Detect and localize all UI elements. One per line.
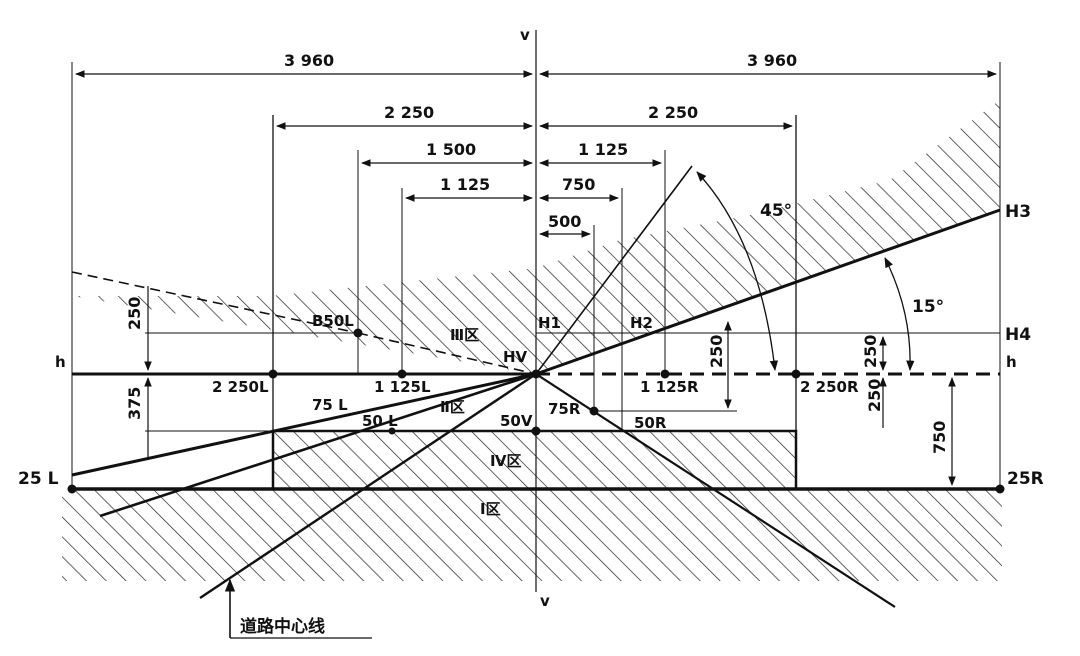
line-H1-to-50L bbox=[272, 373, 537, 432]
label-50R: 50R bbox=[634, 414, 667, 432]
zone-label-4: Ⅳ区 bbox=[490, 452, 521, 470]
point-1125R bbox=[660, 369, 670, 379]
line-50L bbox=[99, 372, 537, 518]
zone-label-3: Ⅲ区 bbox=[450, 326, 479, 344]
dim-label-left-3960: 3 960 bbox=[284, 51, 334, 70]
label-HV: HV bbox=[503, 348, 528, 366]
point-B50L bbox=[353, 328, 363, 338]
zone-label-1: Ⅰ区 bbox=[480, 500, 501, 518]
label-H4: H4 bbox=[1005, 325, 1031, 345]
axis-label-h-left: h bbox=[55, 353, 66, 371]
dim-label-right-250-c: 250 bbox=[865, 379, 884, 412]
axis-label-v-top: v bbox=[520, 26, 530, 44]
dim-label-right-2250: 2 250 bbox=[648, 103, 698, 122]
label-2250L: 2 250L bbox=[212, 378, 269, 396]
axis-label-v-bottom: v bbox=[540, 592, 550, 610]
label-1125R: 1 125R bbox=[640, 378, 699, 396]
point-25R bbox=[995, 484, 1005, 494]
label-B50L: B50L bbox=[312, 312, 354, 330]
dim-label-right-500: 500 bbox=[548, 212, 581, 231]
dim-label-right-250-b: 250 bbox=[861, 335, 880, 368]
angle-label-45: 45° bbox=[760, 201, 792, 221]
zone-4-hatched-area bbox=[273, 431, 796, 489]
point-2250L bbox=[268, 369, 278, 379]
label-50V: 50V bbox=[500, 412, 533, 430]
dim-label-left-1500: 1 500 bbox=[426, 140, 476, 159]
point-75R bbox=[589, 406, 599, 416]
point-HV bbox=[531, 369, 541, 379]
label-H2: H2 bbox=[630, 314, 653, 332]
label-2250R: 2 250R bbox=[800, 378, 859, 396]
zone-1-hatched-area bbox=[62, 489, 1002, 581]
point-25L bbox=[67, 484, 77, 494]
angle-arc-45 bbox=[696, 171, 779, 372]
dim-label-right-250-a: 250 bbox=[707, 335, 726, 368]
dim-label-right-3960: 3 960 bbox=[747, 51, 797, 70]
label-75R: 75R bbox=[548, 400, 581, 418]
label-75L: 75 L bbox=[312, 396, 348, 414]
zone-3-hatched-area bbox=[72, 100, 1000, 374]
point-50L bbox=[388, 427, 396, 435]
dashed-line-B50L bbox=[71, 271, 359, 334]
dim-label-left-375: 375 bbox=[125, 387, 144, 420]
dim-label-right-750: 750 bbox=[562, 175, 595, 194]
dim-label-left-2250: 2 250 bbox=[384, 103, 434, 122]
label-H3: H3 bbox=[1005, 202, 1031, 222]
point-2250R bbox=[791, 369, 801, 379]
zone-label-2: Ⅱ区 bbox=[440, 398, 465, 416]
dim-label-right-1125: 1 125 bbox=[578, 140, 628, 159]
dim-label-right-750-vertical: 750 bbox=[930, 421, 949, 454]
road-centerline bbox=[199, 373, 537, 599]
label-25L: 25 L bbox=[18, 469, 59, 489]
dashed-line-to-HV bbox=[357, 332, 537, 375]
label-50L: 50 L bbox=[362, 412, 398, 430]
label-1125L: 1 125L bbox=[374, 378, 431, 396]
angle-arc-15 bbox=[884, 257, 915, 372]
angle-label-15: 15° bbox=[912, 297, 944, 317]
point-50V bbox=[531, 426, 541, 436]
label-25R: 25R bbox=[1007, 469, 1044, 489]
line-45-degree bbox=[535, 165, 693, 375]
label-H1: H1 bbox=[538, 314, 561, 332]
caption-road-centerline: 道路中心线 bbox=[240, 616, 325, 637]
point-1125L bbox=[397, 369, 407, 379]
dim-label-left-1125: 1 125 bbox=[440, 175, 490, 194]
axis-label-h-right: h bbox=[1006, 353, 1017, 371]
dim-label-left-250: 250 bbox=[125, 297, 144, 330]
